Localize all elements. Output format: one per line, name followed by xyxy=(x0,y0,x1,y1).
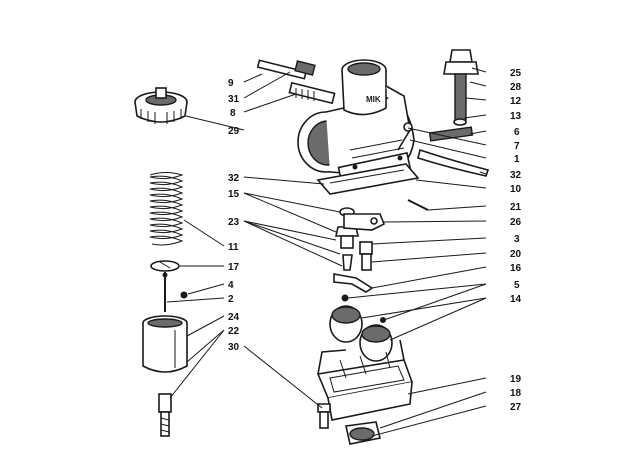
label-30: 30 xyxy=(228,342,240,353)
mixing-chamber-cap xyxy=(134,87,188,124)
label-26: 26 xyxy=(510,217,522,228)
label-18: 18 xyxy=(510,388,522,399)
needle-jet xyxy=(158,393,172,437)
label-1: 1 xyxy=(514,154,520,165)
label-11: 11 xyxy=(228,242,239,253)
idle-screw xyxy=(288,81,336,105)
label-13: 13 xyxy=(510,111,522,122)
label-19: 19 xyxy=(510,374,522,385)
label-2: 2 xyxy=(228,294,234,305)
label-16: 16 xyxy=(510,263,522,274)
label-3: 3 xyxy=(514,234,520,245)
float-pin xyxy=(341,294,349,302)
label-25: 25 xyxy=(510,68,522,79)
label-6: 6 xyxy=(514,127,520,138)
needle-clip xyxy=(180,291,188,299)
label-32-right: 32 xyxy=(510,170,522,181)
label-9: 9 xyxy=(228,78,234,89)
overflow-tube xyxy=(417,148,490,177)
label-29: 29 xyxy=(228,126,240,137)
needle-retainer-plate xyxy=(150,260,180,272)
label-22: 22 xyxy=(228,326,240,337)
throttle-slide xyxy=(142,315,188,373)
label-7: 7 xyxy=(514,141,520,152)
label-28: 28 xyxy=(510,82,522,93)
carburetor-body: MIK xyxy=(297,59,415,190)
float-arm xyxy=(343,213,386,231)
label-12: 12 xyxy=(510,96,522,107)
label-8: 8 xyxy=(230,108,236,119)
label-17: 17 xyxy=(228,262,240,273)
air-screw xyxy=(256,59,316,80)
jet-needle xyxy=(162,272,168,312)
drain-plug xyxy=(345,421,381,445)
label-31: 31 xyxy=(228,94,240,105)
throttle-spring xyxy=(149,172,184,246)
bowl-screw xyxy=(317,403,331,429)
label-15: 15 xyxy=(228,189,240,200)
label-24: 24 xyxy=(228,312,240,323)
label-21: 21 xyxy=(510,202,522,213)
label-20: 20 xyxy=(510,249,522,260)
leader-lines xyxy=(166,67,487,437)
gasket xyxy=(316,163,420,195)
label-5: 5 xyxy=(514,280,520,291)
fuel-inlet-banjo xyxy=(443,49,479,126)
label-10: 10 xyxy=(510,184,522,195)
label-4: 4 xyxy=(228,280,234,291)
label-23: 23 xyxy=(228,217,240,228)
part-labels: 25 28 12 13 6 7 1 32 10 21 26 3 20 16 5 … xyxy=(228,68,522,413)
float-right xyxy=(359,317,393,362)
main-jet xyxy=(359,241,373,271)
pilot-jet xyxy=(407,199,429,211)
label-32-left: 32 xyxy=(228,173,240,184)
label-27: 27 xyxy=(510,402,522,413)
float-left xyxy=(329,305,363,343)
label-14: 14 xyxy=(510,294,522,305)
float-valve-lever xyxy=(333,273,374,293)
float-bowl xyxy=(316,339,414,421)
body-stamp: MIK xyxy=(366,95,381,104)
